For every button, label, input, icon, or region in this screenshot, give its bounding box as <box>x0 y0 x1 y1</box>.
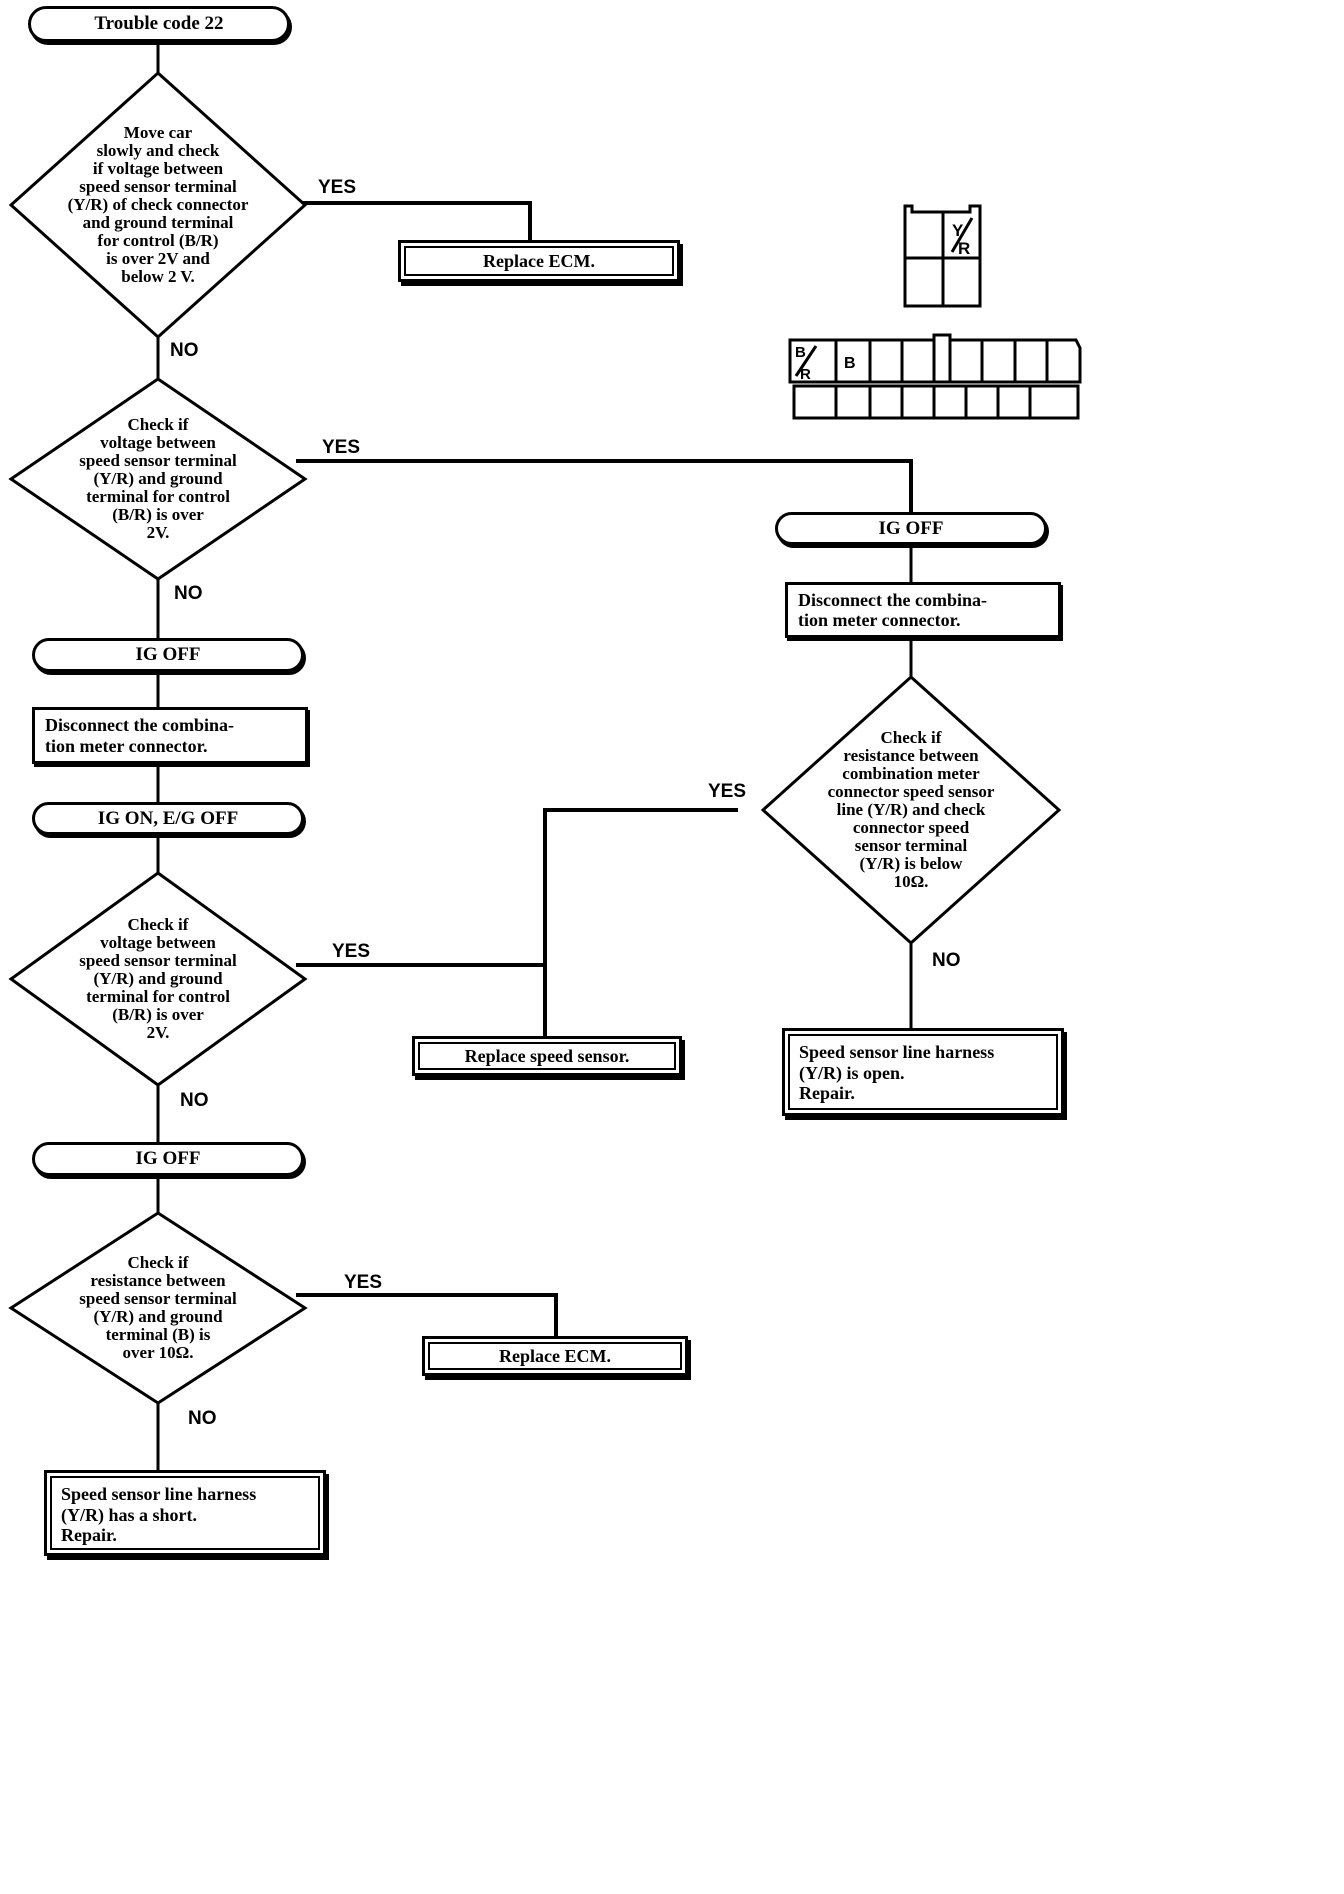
terminal-ig-on-eg-off[interactable]: IG ON, E/G OFF <box>32 802 304 835</box>
result-replace-speed-sensor-inner: Replace speed sensor. <box>418 1042 676 1070</box>
edge-label-no-4: NO <box>188 1408 217 1429</box>
process-disconnect-meter-right-label: Disconnect the combina- tion meter conne… <box>798 589 987 630</box>
edge-label-no-5: NO <box>932 950 961 971</box>
meter-connector-cell-label-b2: B <box>844 355 856 372</box>
terminal-start-label: Trouble code 22 <box>94 13 224 35</box>
terminal-ig-off-left-1-label: IG OFF <box>135 644 201 666</box>
result-replace-ecm-bottom[interactable]: Replace ECM. <box>422 1336 688 1376</box>
diamond-shape <box>760 674 1062 946</box>
result-replace-ecm-top-inner: Replace ECM. <box>404 246 674 276</box>
result-harness-short[interactable]: Speed sensor line harness (Y/R) has a sh… <box>44 1470 326 1556</box>
result-harness-short-inner: Speed sensor line harness (Y/R) has a sh… <box>50 1476 320 1550</box>
process-disconnect-meter-left-label: Disconnect the combina- tion meter conne… <box>45 715 234 756</box>
edge-label-yes-1: YES <box>318 177 357 198</box>
terminal-ig-off-right[interactable]: IG OFF <box>775 512 1047 545</box>
result-replace-ecm-bottom-inner: Replace ECM. <box>428 1342 682 1370</box>
terminal-ig-off-left-1[interactable]: IG OFF <box>32 638 304 672</box>
meter-connector-cell-label-r: R <box>800 366 811 383</box>
edge-label-no-3: NO <box>180 1090 209 1111</box>
diamond-shape <box>8 1211 308 1405</box>
result-replace-speed-sensor-label: Replace speed sensor. <box>464 1045 630 1066</box>
terminal-start[interactable]: Trouble code 22 <box>28 6 290 42</box>
decision-voltage-yr-br[interactable]: Check if voltage between speed sensor te… <box>8 377 308 581</box>
check-connector-diagram: Y R <box>890 196 1000 316</box>
result-replace-ecm-top-label: Replace ECM. <box>483 250 595 271</box>
decision-move-car-voltage[interactable]: Move car slowly and check if voltage bet… <box>8 70 308 340</box>
diamond-shape <box>8 871 308 1087</box>
edge-label-no-1: NO <box>170 340 199 361</box>
combination-meter-connector-diagram: B R B <box>784 333 1084 424</box>
edge-label-yes-3: YES <box>332 941 371 962</box>
decision-voltage-yr-br-2[interactable]: Check if voltage between speed sensor te… <box>8 871 308 1087</box>
edge-label-no-2: NO <box>174 583 203 604</box>
terminal-ig-on-eg-off-label: IG ON, E/G OFF <box>97 807 239 829</box>
result-harness-open-label: Speed sensor line harness (Y/R) is open.… <box>799 1042 995 1104</box>
result-replace-ecm-bottom-label: Replace ECM. <box>499 1345 611 1366</box>
result-harness-open-inner: Speed sensor line harness (Y/R) is open.… <box>788 1034 1058 1110</box>
edge-label-yes-4: YES <box>344 1272 383 1293</box>
diamond-shape <box>8 377 308 581</box>
result-replace-ecm-top[interactable]: Replace ECM. <box>398 240 680 282</box>
result-harness-short-label: Speed sensor line harness (Y/R) has a sh… <box>61 1484 257 1546</box>
terminal-ig-off-right-label: IG OFF <box>878 517 944 539</box>
result-harness-open[interactable]: Speed sensor line harness (Y/R) is open.… <box>782 1028 1064 1116</box>
decision-resistance-meter-check[interactable]: Check if resistance between combination … <box>760 674 1062 946</box>
result-replace-speed-sensor[interactable]: Replace speed sensor. <box>412 1036 682 1076</box>
edge-label-yes-2: YES <box>322 437 361 458</box>
terminal-ig-off-left-2-label: IG OFF <box>135 1148 201 1170</box>
meter-connector-cell-label-b: B <box>795 344 806 361</box>
check-connector-cell-label-r: R <box>958 239 970 258</box>
diamond-shape <box>8 70 308 340</box>
process-disconnect-meter-left[interactable]: Disconnect the combina- tion meter conne… <box>32 707 308 764</box>
process-disconnect-meter-right[interactable]: Disconnect the combina- tion meter conne… <box>785 582 1061 638</box>
decision-resistance-yr-ground[interactable]: Check if resistance between speed sensor… <box>8 1211 308 1405</box>
terminal-ig-off-left-2[interactable]: IG OFF <box>32 1142 304 1176</box>
edge-label-yes-5: YES <box>708 781 747 802</box>
